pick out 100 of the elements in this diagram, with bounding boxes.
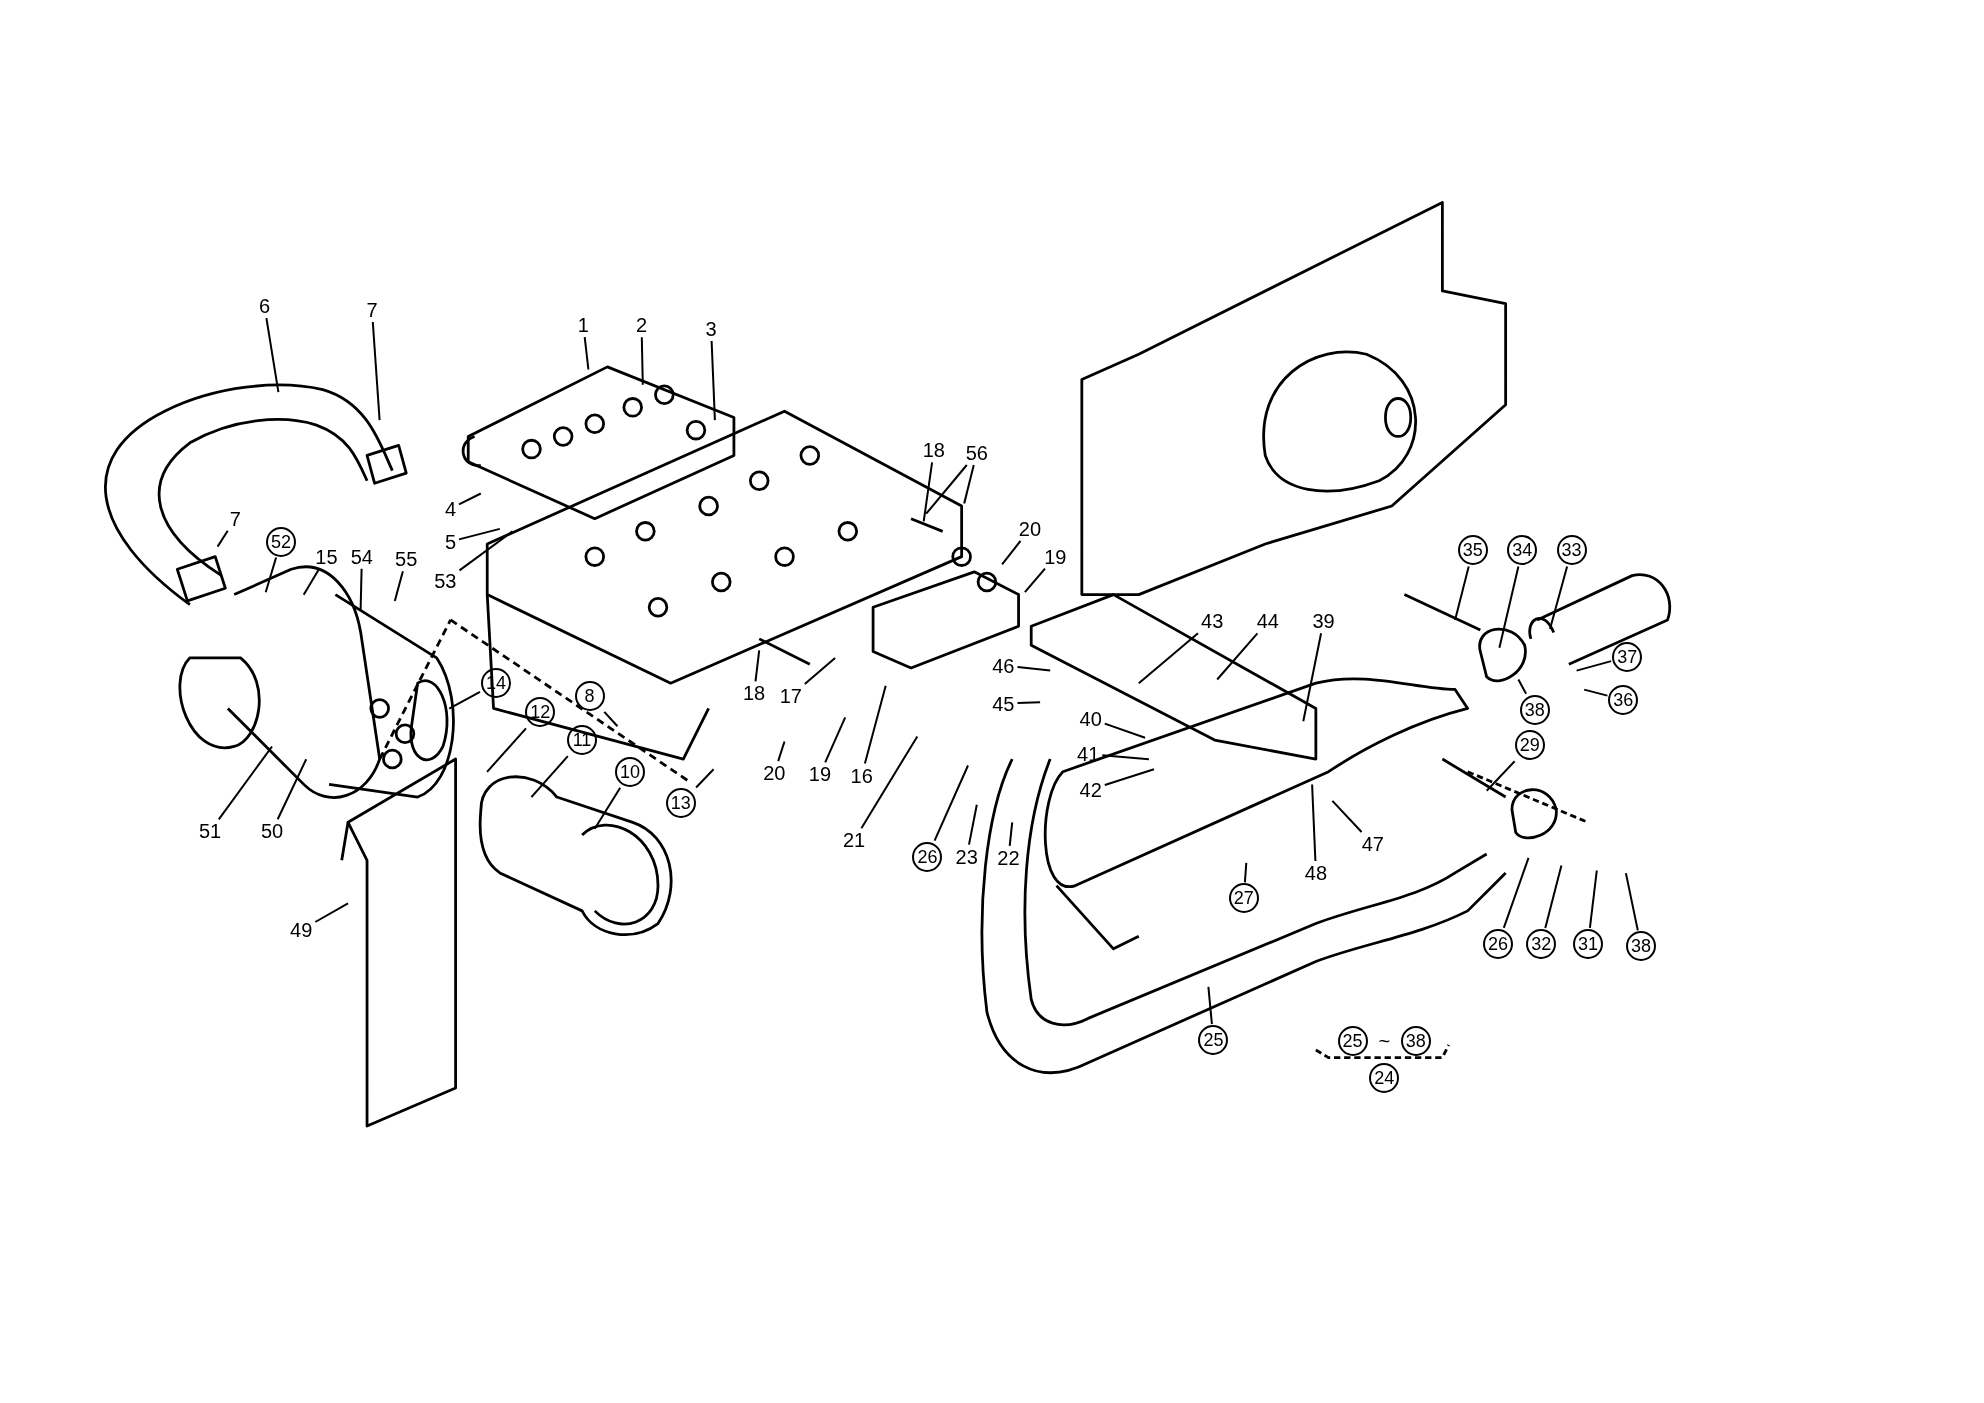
- leader-line: [593, 786, 622, 830]
- leader-line: [530, 755, 569, 799]
- callout-number: 27: [1228, 883, 1259, 914]
- leader-line: [968, 803, 978, 846]
- callout-number: 20: [1016, 517, 1044, 540]
- callout-number: 17: [777, 684, 804, 707]
- leader-line: [458, 530, 514, 572]
- callout-number: 45: [990, 692, 1017, 715]
- leader-line: [1502, 856, 1530, 929]
- leader-line: [264, 556, 278, 594]
- callout-number: 33: [1556, 535, 1587, 566]
- callout-number: 56: [963, 441, 990, 464]
- leader-line: [1583, 688, 1609, 697]
- leader-line: [860, 735, 919, 830]
- leader-line: [1101, 754, 1150, 761]
- callout-number: 25: [1198, 1025, 1229, 1056]
- leader-line: [314, 902, 349, 923]
- callout-number: 38: [1519, 694, 1550, 725]
- leader-line: [1454, 565, 1470, 621]
- callout-number: 21: [840, 829, 868, 852]
- callout-number: 26: [912, 841, 943, 872]
- leader-line: [603, 710, 619, 728]
- callout-number: 31: [1572, 928, 1603, 959]
- callout-number: 23: [953, 845, 980, 868]
- callout-number: 19: [1042, 545, 1069, 568]
- callout-number: 36: [1608, 684, 1639, 715]
- leader-line: [803, 657, 837, 685]
- leader-line: [710, 340, 716, 422]
- callout-number: 13: [665, 788, 696, 819]
- callout-number: 19: [806, 763, 834, 786]
- callout-number: 39: [1310, 610, 1337, 633]
- leader-line: [1008, 821, 1014, 847]
- callout-number: 46: [990, 654, 1017, 677]
- callout-number: 55: [393, 548, 420, 571]
- callout-number: 51: [196, 820, 224, 843]
- leader-line: [302, 567, 321, 596]
- leader-line: [1311, 783, 1317, 862]
- leader-line: [359, 567, 363, 611]
- callout-number: 2: [633, 314, 650, 337]
- callout-number: 1: [575, 314, 591, 337]
- leader-line: [933, 764, 969, 842]
- callout-number: 15: [313, 545, 340, 568]
- callout-number: 26: [1483, 928, 1514, 959]
- callout-number: 20: [761, 762, 788, 785]
- callout-number: 22: [995, 846, 1022, 869]
- leader-line: [1549, 565, 1569, 630]
- leader-line: [216, 529, 229, 548]
- leader-line: [777, 740, 786, 763]
- callout-number: 34: [1507, 535, 1538, 566]
- leader-line: [1103, 768, 1155, 786]
- callout-number: 48: [1302, 862, 1330, 885]
- callout-number: 10: [615, 756, 646, 787]
- leader-line: [863, 684, 887, 765]
- callout-number: 40: [1077, 707, 1104, 730]
- leader-line: [824, 716, 847, 764]
- leader-line: [1016, 666, 1052, 672]
- leader-line: [695, 768, 715, 789]
- callout-number: 54: [348, 545, 375, 568]
- callout-number: 11: [567, 725, 598, 756]
- callout-number: 44: [1254, 610, 1281, 633]
- callout-number: 38: [1626, 931, 1657, 962]
- callout-number: 38: [1400, 1026, 1431, 1057]
- callout-number: 18: [920, 439, 947, 462]
- callout-number: 5: [442, 530, 458, 553]
- leader-line: [1302, 632, 1323, 723]
- callout-number: 24: [1369, 1063, 1400, 1094]
- leader-line: [458, 492, 482, 506]
- callout-number: 6: [256, 295, 272, 318]
- leader-line: [1023, 567, 1046, 594]
- callout-number: 42: [1077, 778, 1104, 801]
- callout-number: 4: [442, 497, 458, 520]
- callout-number: 7: [227, 507, 243, 530]
- leader-line: [217, 745, 273, 821]
- leader-line: [1575, 660, 1613, 672]
- callout-number: 37: [1612, 641, 1643, 672]
- callout-number: 12: [525, 697, 556, 728]
- callout-number: 32: [1526, 928, 1557, 959]
- leader-line: [1016, 701, 1042, 704]
- leader-line: [640, 336, 644, 386]
- callout-number: 52: [265, 526, 296, 557]
- leader-line: [448, 690, 481, 710]
- leader-line: [583, 336, 590, 371]
- callout-number: 3: [703, 317, 719, 340]
- callout-number: 43: [1199, 610, 1226, 633]
- leader-line: [754, 649, 761, 683]
- leader-line: [371, 321, 381, 422]
- leader-line: [1498, 565, 1520, 649]
- leader-line: [1103, 722, 1147, 739]
- leader-line: [1544, 864, 1563, 929]
- leader-line: [1207, 985, 1213, 1026]
- leader-line: [393, 570, 404, 602]
- leader-line: [1517, 678, 1528, 695]
- leader-line: [1243, 861, 1248, 884]
- leader-line: [458, 527, 501, 541]
- callout-number: 49: [288, 919, 315, 941]
- leader-line: [486, 727, 527, 773]
- callout-number: 16: [848, 764, 875, 787]
- leader-line: [1001, 539, 1022, 566]
- leader-line: [265, 317, 280, 394]
- leader-line: [1624, 872, 1639, 932]
